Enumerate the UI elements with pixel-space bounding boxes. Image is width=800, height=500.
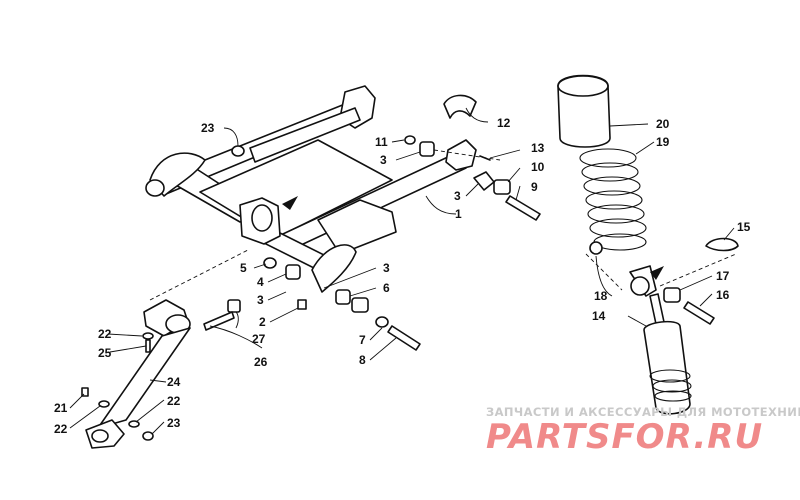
part-19-spring bbox=[579, 148, 647, 251]
assembly-arrow-icon bbox=[282, 196, 298, 210]
callout-12: 12 bbox=[497, 116, 511, 130]
callout-22-c: 22 bbox=[167, 394, 181, 408]
part-23-nut-bottom bbox=[142, 431, 154, 441]
link-lower-bore bbox=[91, 429, 109, 443]
shock-assembly bbox=[557, 74, 692, 415]
lower-linkage bbox=[81, 299, 241, 449]
callout-3-c: 3 bbox=[257, 293, 264, 307]
dash-nut-to-shock bbox=[585, 253, 623, 291]
pivot-bore bbox=[251, 204, 273, 232]
callout-1: 1 bbox=[455, 207, 462, 221]
part-23-nut-top bbox=[231, 145, 245, 157]
watermark-subtitle: ЗАПЧАСТИ И АКСЕССУАРЫ ДЛЯ МОТОТЕХНИКИ bbox=[486, 405, 800, 419]
part-6-sleeve bbox=[351, 297, 369, 313]
part-2-grease-fitting bbox=[297, 299, 307, 310]
callout-19: 19 bbox=[656, 135, 670, 149]
callout-18: 18 bbox=[594, 289, 608, 303]
part-7-washer bbox=[375, 316, 389, 328]
part-15-clip bbox=[705, 237, 739, 252]
callout-10: 10 bbox=[531, 160, 545, 174]
part-22-washer-c bbox=[128, 420, 140, 428]
callout-6: 6 bbox=[383, 281, 390, 295]
callout-11: 11 bbox=[375, 135, 388, 149]
watermark-logo: PARTSFOR.RU bbox=[486, 417, 763, 457]
callout-22-a: 22 bbox=[98, 327, 112, 341]
callout-20: 20 bbox=[656, 117, 670, 131]
part-3-bushing-a bbox=[419, 141, 435, 157]
part-4-bushing bbox=[285, 264, 301, 280]
callout-15: 15 bbox=[737, 220, 751, 234]
callout-22-b: 22 bbox=[54, 422, 68, 436]
callout-27: 27 bbox=[252, 332, 266, 346]
part-17-bushing bbox=[663, 287, 681, 303]
callout-16: 16 bbox=[716, 288, 730, 302]
arm-plate bbox=[249, 107, 361, 163]
part-3-bushing-b bbox=[473, 171, 495, 191]
callout-24: 24 bbox=[167, 375, 181, 389]
part-21-bolt bbox=[81, 387, 89, 397]
callout-21: 21 bbox=[54, 401, 68, 415]
part-11-washer bbox=[404, 135, 416, 145]
callout-5: 5 bbox=[240, 261, 247, 275]
callout-4: 4 bbox=[257, 275, 264, 289]
part-16-bolt bbox=[683, 301, 715, 325]
callout-13: 13 bbox=[531, 141, 545, 155]
callout-3-d: 3 bbox=[383, 261, 390, 275]
rear-arm-assembly bbox=[145, 85, 477, 293]
left-bushing-end bbox=[145, 179, 165, 197]
part-22-washer-b bbox=[98, 400, 110, 408]
bump-stop-top bbox=[557, 75, 609, 97]
callout-14: 14 bbox=[592, 309, 606, 323]
callout-17: 17 bbox=[716, 269, 730, 283]
right-pivot-bracket bbox=[445, 139, 477, 171]
callout-25: 25 bbox=[98, 346, 112, 360]
shock-eye-bore bbox=[630, 276, 650, 296]
part-22-washer-a bbox=[142, 332, 154, 340]
callout-8: 8 bbox=[359, 353, 366, 367]
dash-link-to-arm bbox=[149, 249, 249, 301]
part-8-bolt bbox=[387, 325, 421, 351]
part-24-link-arm bbox=[97, 327, 191, 429]
part-3-bushing-c bbox=[335, 289, 351, 305]
part-5-washer bbox=[263, 257, 277, 269]
callout-3-a: 3 bbox=[380, 153, 387, 167]
front-loop bbox=[311, 244, 357, 293]
leader-lines bbox=[69, 107, 735, 435]
callout-labels: 23 11 3 12 13 10 9 3 1 5 4 3 3 6 2 7 8 2… bbox=[54, 116, 751, 436]
callout-7: 7 bbox=[359, 333, 366, 347]
callout-3-b: 3 bbox=[454, 189, 461, 203]
part-12-cap bbox=[443, 94, 477, 119]
callout-23-top: 23 bbox=[201, 121, 215, 135]
part-10-sleeve bbox=[493, 179, 511, 195]
part-26-bolt bbox=[203, 311, 235, 331]
part-25-pin bbox=[145, 339, 151, 353]
callout-23-bottom: 23 bbox=[167, 416, 181, 430]
shock-rod bbox=[649, 293, 665, 325]
callout-26: 26 bbox=[254, 355, 268, 369]
part-27-nut bbox=[227, 299, 241, 313]
shock-arrow-icon bbox=[650, 266, 664, 280]
callout-9: 9 bbox=[531, 180, 538, 194]
callout-2: 2 bbox=[259, 315, 266, 329]
watermark: ЗАПЧАСТИ И АКСЕССУАРЫ ДЛЯ МОТОТЕХНИКИ PA… bbox=[486, 405, 800, 457]
part-9-bolt bbox=[505, 195, 541, 221]
part-18-nut bbox=[589, 241, 603, 255]
